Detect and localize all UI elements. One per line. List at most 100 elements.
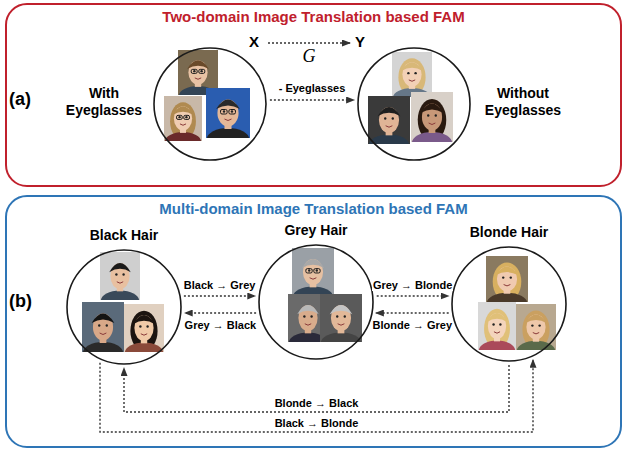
circle-border [154, 48, 266, 160]
shoulders [517, 341, 555, 350]
translation-arrow [376, 312, 449, 313]
shoulders [412, 132, 452, 142]
eye [538, 324, 540, 326]
mouth [180, 124, 186, 125]
mouth [310, 278, 317, 279]
edge-label: G [302, 46, 317, 67]
eye [223, 110, 225, 112]
domain-circle: Blonde Hair [451, 246, 567, 362]
eye [185, 116, 187, 118]
eye [139, 325, 141, 327]
eyeglasses [306, 269, 312, 273]
shoulders [207, 128, 249, 138]
hair [378, 107, 401, 116]
photo-content [478, 302, 516, 350]
hair [216, 100, 240, 110]
circle-outline [153, 47, 267, 161]
translation-arrow [270, 99, 354, 100]
domain-name: Black Hair [44, 227, 204, 244]
photo-content [411, 92, 453, 142]
mouth [429, 123, 436, 125]
hair [496, 267, 519, 276]
eye [303, 315, 305, 317]
mouth [533, 333, 539, 334]
hair [297, 305, 319, 314]
eyeglasses [191, 69, 197, 73]
hair [173, 106, 194, 115]
photo-content [100, 252, 140, 300]
edge-label: Blonde → Grey [372, 319, 453, 332]
eye [98, 324, 100, 326]
panel-label: X [249, 34, 259, 51]
translation-arrow [100, 360, 533, 432]
eyeglasses [199, 69, 205, 73]
eye [122, 273, 124, 275]
shoulders [125, 342, 163, 352]
hair [525, 315, 547, 324]
face-photo [320, 294, 362, 354]
circle-border [67, 250, 181, 364]
edge-label: Black → Grey [183, 279, 257, 292]
eye [435, 114, 437, 116]
hair [302, 259, 325, 268]
mouth [338, 324, 345, 325]
panel-label: (b) [9, 292, 32, 312]
eye [502, 276, 504, 278]
eye [336, 315, 338, 317]
shoulders [101, 290, 139, 300]
hair [92, 314, 115, 324]
panel-box: Two-domain Image Translation based FAMWi… [5, 3, 622, 187]
mouth [100, 333, 107, 335]
shoulders [487, 293, 527, 302]
edge-label: Blonde → Black [274, 397, 360, 410]
photo-content [320, 294, 362, 342]
domain-circle: With Eyeglasses [153, 47, 267, 161]
translation-arrow [184, 295, 255, 296]
eye [308, 269, 310, 271]
eye [510, 276, 512, 278]
eye [492, 323, 494, 325]
eye [316, 269, 318, 271]
eye [106, 324, 108, 326]
translation-arrow [185, 312, 256, 313]
eyeglasses [229, 110, 236, 115]
domain-name: With Eyeglasses [63, 85, 145, 119]
panel-box: Multi-domain Image Translation based FAM… [5, 195, 622, 448]
eye [231, 110, 233, 112]
circle-outline [258, 244, 374, 360]
circle-outline [66, 249, 182, 365]
mouth [195, 78, 201, 79]
eye [499, 323, 501, 325]
eye [392, 117, 394, 119]
domain-circle: Grey Hair [258, 244, 374, 360]
mouth [224, 119, 231, 121]
eyeglasses [177, 115, 183, 119]
edge-label: Grey → Blonde [372, 279, 453, 292]
photo-content [206, 88, 250, 138]
photo-content [82, 302, 124, 352]
circle-outline [357, 47, 471, 161]
eyeglasses [314, 269, 320, 273]
face-photo [516, 304, 556, 361]
panel-label: (a) [9, 90, 31, 110]
hair [109, 263, 131, 272]
edge-label: Grey → Black [184, 319, 258, 332]
hair [133, 315, 155, 324]
eye [115, 273, 117, 275]
hair [421, 104, 444, 114]
circle-outline [451, 246, 567, 362]
eyeglasses [221, 110, 228, 115]
translation-arrow [268, 42, 350, 43]
eye [146, 325, 148, 327]
photo-content [392, 52, 432, 97]
shoulders [321, 332, 361, 342]
domain-name: Blonde Hair [429, 224, 589, 241]
photo-content [368, 96, 410, 144]
circle-border [452, 247, 566, 361]
mouth [141, 334, 147, 335]
eye [310, 315, 312, 317]
mouth [386, 126, 393, 127]
eye [178, 116, 180, 118]
eye [384, 117, 386, 119]
shoulders [83, 342, 123, 352]
